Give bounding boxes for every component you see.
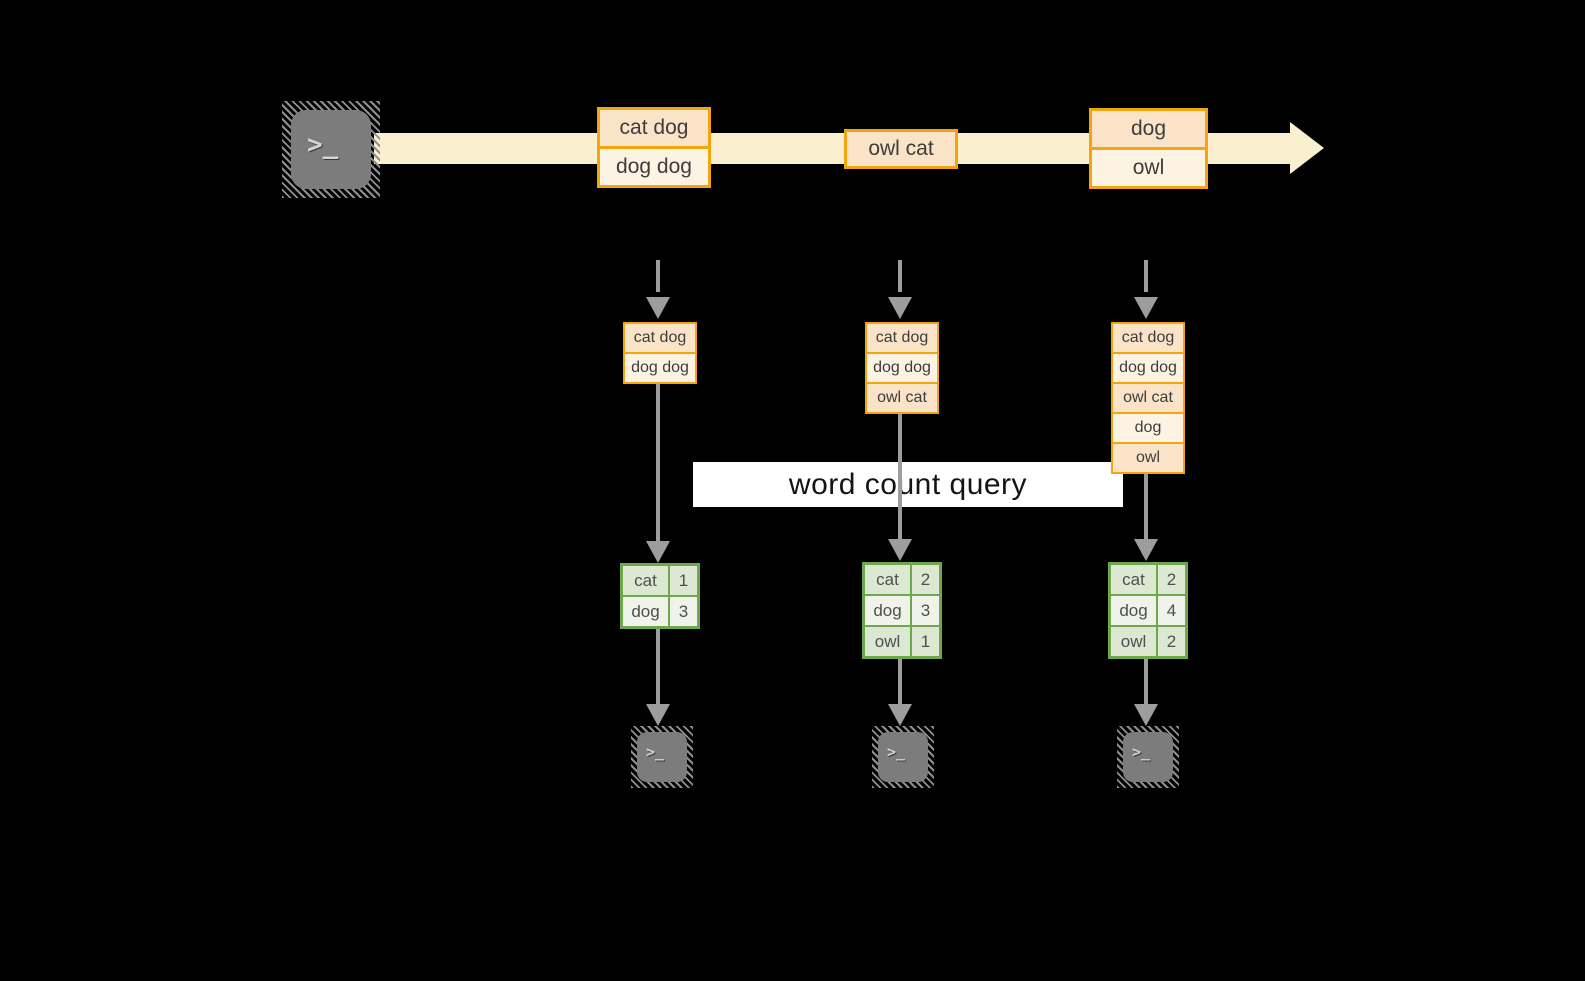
count-cell: 2	[1158, 565, 1185, 594]
terminal-screen: >_	[291, 110, 371, 189]
stream-record: owl	[1092, 150, 1205, 186]
connector-line	[898, 412, 902, 540]
arrow-down-icon	[1134, 704, 1158, 726]
state-record: owl	[1113, 444, 1183, 472]
query-label-banner: word count query	[693, 462, 1123, 507]
terminal-prompt-icon: >_	[646, 743, 665, 761]
word-cell: dog	[865, 596, 910, 625]
state-record: dog dog	[867, 354, 937, 382]
count-cell: 1	[670, 566, 697, 595]
arrow-down-icon	[646, 541, 670, 563]
stream-batch-3: dog owl	[1089, 108, 1208, 189]
stream-record: dog	[1092, 111, 1205, 147]
dashed-connector	[898, 260, 902, 292]
sink-terminal-icon-1: >_	[631, 726, 693, 788]
connector-line	[656, 629, 660, 706]
arrow-down-icon	[1134, 539, 1158, 561]
dashed-connector	[1144, 260, 1148, 292]
connector-line	[1144, 659, 1148, 706]
count-table-2: cat 2 dog 3 owl 1	[862, 562, 942, 659]
arrow-down-icon	[1134, 297, 1158, 319]
count-cell: 3	[912, 596, 939, 625]
arrow-down-icon	[646, 704, 670, 726]
count-cell: 1	[912, 627, 939, 656]
state-record: cat dog	[867, 324, 937, 352]
word-cell: owl	[1111, 627, 1156, 656]
word-cell: owl	[865, 627, 910, 656]
sink-terminal-icon-3: >_	[1117, 726, 1179, 788]
count-table-3: cat 2 dog 4 owl 2	[1108, 562, 1188, 659]
count-table-1: cat 1 dog 3	[620, 563, 700, 629]
arrow-down-icon	[888, 297, 912, 319]
word-cell: dog	[623, 597, 668, 626]
arrow-down-icon	[646, 297, 670, 319]
state-record: dog dog	[1113, 354, 1183, 382]
state-stack-2: cat dog dog dog owl cat	[865, 322, 939, 414]
state-stack-3: cat dog dog dog owl cat dog owl	[1111, 322, 1185, 474]
arrow-down-icon	[888, 539, 912, 561]
source-terminal-icon: >_	[282, 101, 380, 198]
arrow-down-icon	[888, 704, 912, 726]
state-stack-1: cat dog dog dog	[623, 322, 697, 384]
sink-terminal-icon-2: >_	[872, 726, 934, 788]
stream-arrowhead-icon	[1290, 122, 1324, 174]
count-cell: 2	[1158, 627, 1185, 656]
word-cell: dog	[1111, 596, 1156, 625]
connector-line	[898, 659, 902, 706]
query-label: word count query	[788, 467, 1028, 501]
terminal-prompt-icon: >_	[307, 130, 339, 160]
stream-record: owl cat	[847, 132, 955, 166]
state-record: dog dog	[625, 354, 695, 382]
state-record: owl cat	[1113, 384, 1183, 412]
state-record: dog	[1113, 414, 1183, 442]
connector-line	[656, 384, 660, 542]
state-record: owl cat	[867, 384, 937, 412]
terminal-screen: >_	[637, 732, 687, 782]
word-cell: cat	[1111, 565, 1156, 594]
word-cell: cat	[865, 565, 910, 594]
state-record: cat dog	[1113, 324, 1183, 352]
count-cell: 2	[912, 565, 939, 594]
terminal-screen: >_	[1123, 732, 1173, 782]
count-cell: 3	[670, 597, 697, 626]
stream-record: dog dog	[600, 149, 708, 185]
dashed-connector	[656, 260, 660, 292]
terminal-prompt-icon: >_	[887, 743, 906, 761]
count-cell: 4	[1158, 596, 1185, 625]
stream-batch-2: owl cat	[844, 129, 958, 169]
word-cell: cat	[623, 566, 668, 595]
terminal-prompt-icon: >_	[1132, 743, 1151, 761]
stream-record: cat dog	[600, 110, 708, 146]
terminal-screen: >_	[878, 732, 928, 782]
connector-line	[1144, 472, 1148, 540]
state-record: cat dog	[625, 324, 695, 352]
stream-batch-1: cat dog dog dog	[597, 107, 711, 188]
